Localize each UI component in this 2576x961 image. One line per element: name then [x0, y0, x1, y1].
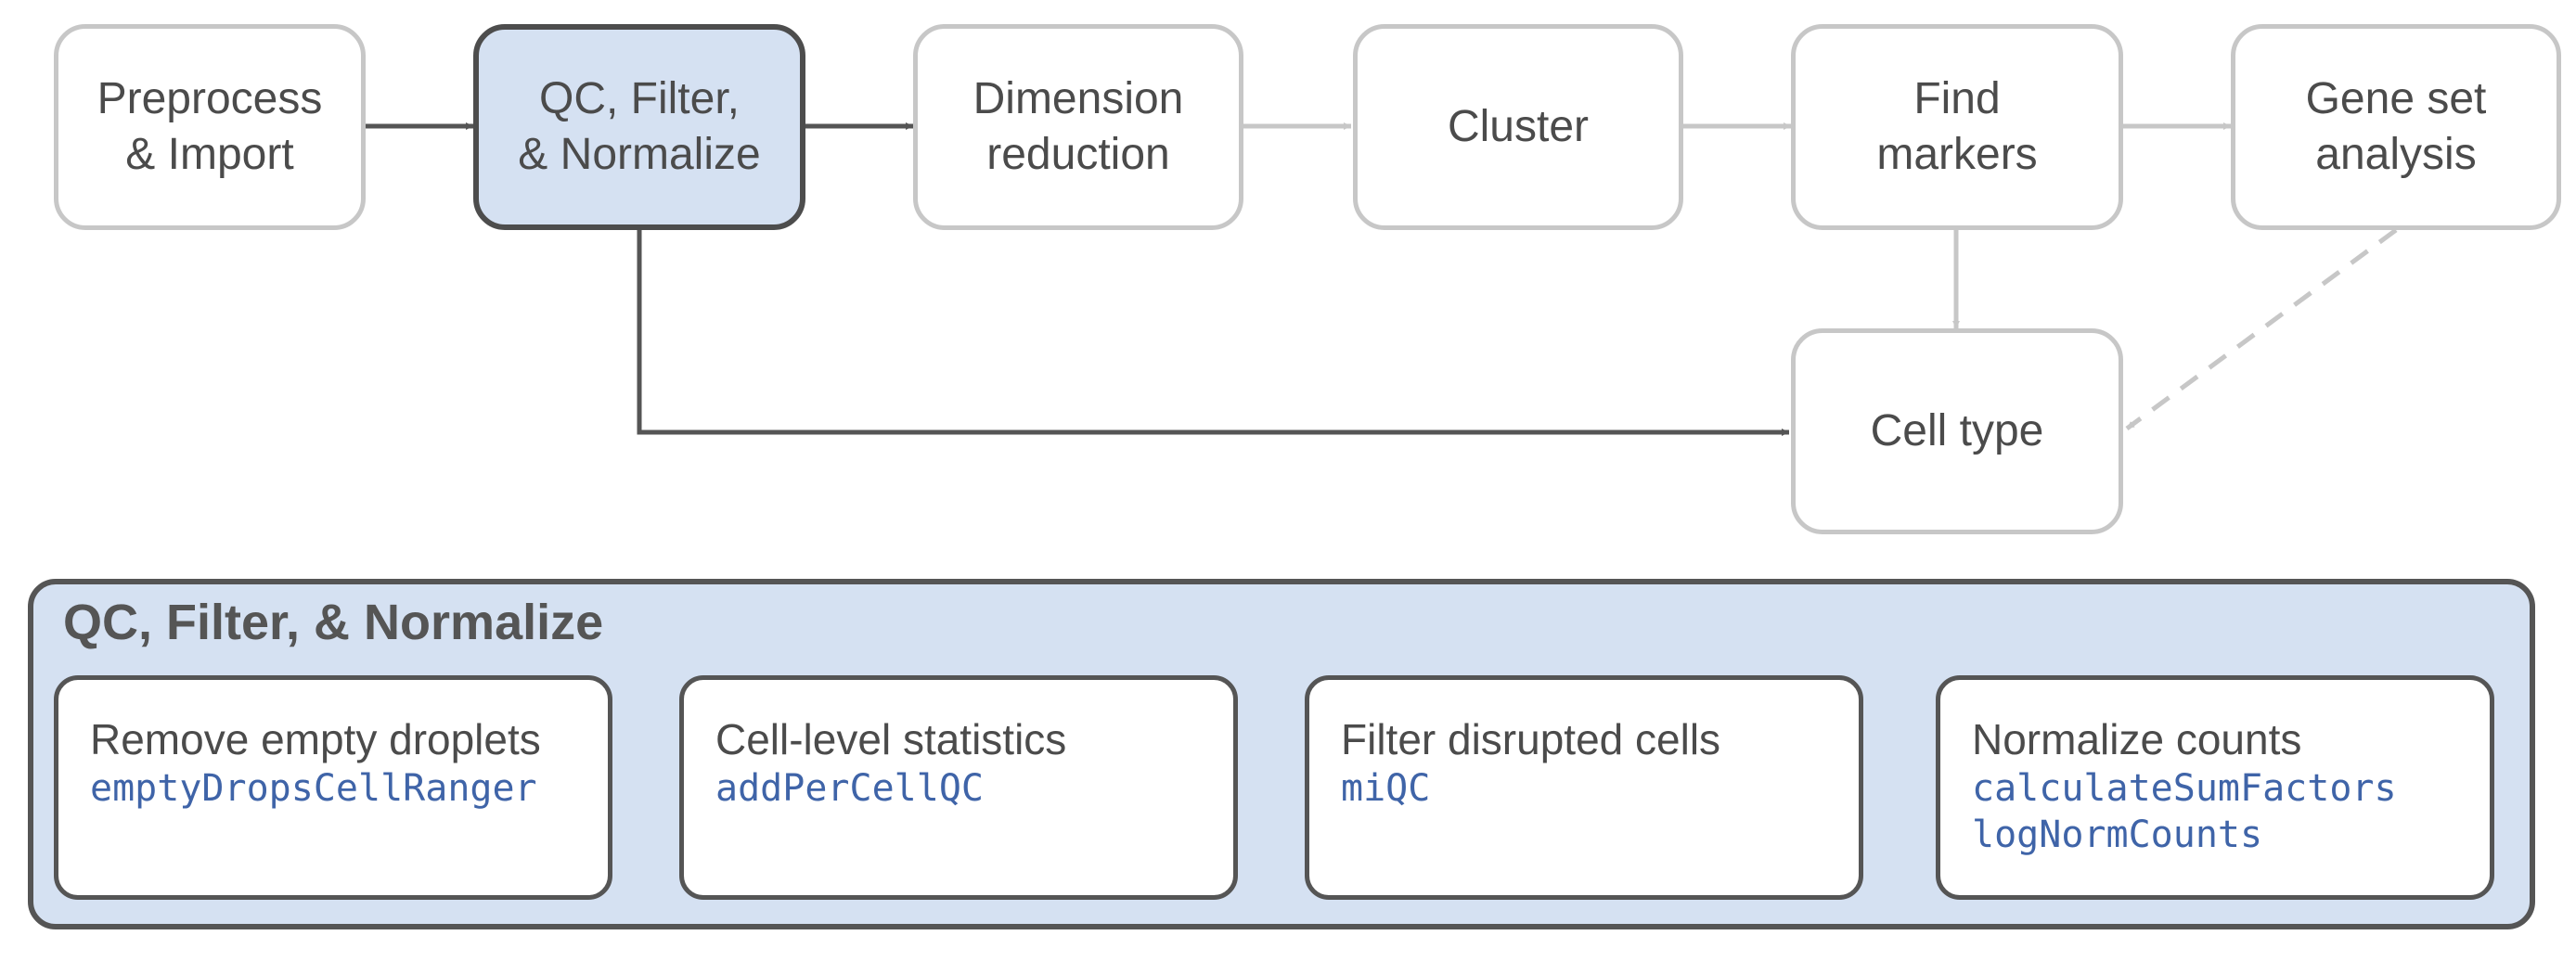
- node-gene-set-analysis: Gene set analysis: [2231, 24, 2561, 230]
- step-normalize-counts: Normalize counts calculateSumFactors log…: [1936, 675, 2494, 900]
- node-markers-label: Find markers: [1876, 74, 2038, 179]
- node-cluster-label: Cluster: [1447, 102, 1590, 151]
- detail-panel-title: QC, Filter, & Normalize: [63, 595, 604, 650]
- step-title: Filter disrupted cells: [1341, 715, 1721, 763]
- node-preprocess: Preprocess & Import: [54, 24, 366, 230]
- node-cell-type: Cell type: [1791, 328, 2123, 534]
- node-qc-label: QC, Filter, & Normalize: [518, 74, 761, 179]
- step-function: emptyDropsCellRanger: [90, 767, 537, 810]
- step-remove-empty-droplets: Remove empty droplets emptyDropsCellRang…: [54, 675, 612, 900]
- step-function: miQC: [1341, 767, 1431, 810]
- node-preprocess-label: Preprocess & Import: [97, 74, 323, 179]
- step-filter-disrupted-cells: Filter disrupted cells miQC: [1305, 675, 1863, 900]
- step-function: calculateSumFactors: [1972, 767, 2397, 810]
- arrow-qc-to-celltype: [637, 230, 1789, 436]
- step-function: addPerCellQC: [715, 767, 984, 810]
- node-dimension-label: Dimension reduction: [972, 74, 1184, 179]
- node-celltype-label: Cell type: [1870, 406, 2044, 455]
- step-title: Normalize counts: [1972, 715, 2302, 763]
- step-cell-level-statistics: Cell-level statistics addPerCellQC: [679, 675, 1238, 900]
- arrow-geneset-to-celltype: [2125, 227, 2398, 431]
- step-title: Remove empty droplets: [90, 715, 541, 763]
- step-title: Cell-level statistics: [715, 715, 1067, 763]
- step-function: logNormCounts: [1972, 814, 2263, 856]
- node-qc-filter-normalize: QC, Filter, & Normalize: [473, 24, 805, 230]
- node-dimension-reduction: Dimension reduction: [913, 24, 1243, 230]
- node-geneset-label: Gene set analysis: [2305, 74, 2487, 179]
- node-cluster: Cluster: [1353, 24, 1683, 230]
- node-find-markers: Find markers: [1791, 24, 2123, 230]
